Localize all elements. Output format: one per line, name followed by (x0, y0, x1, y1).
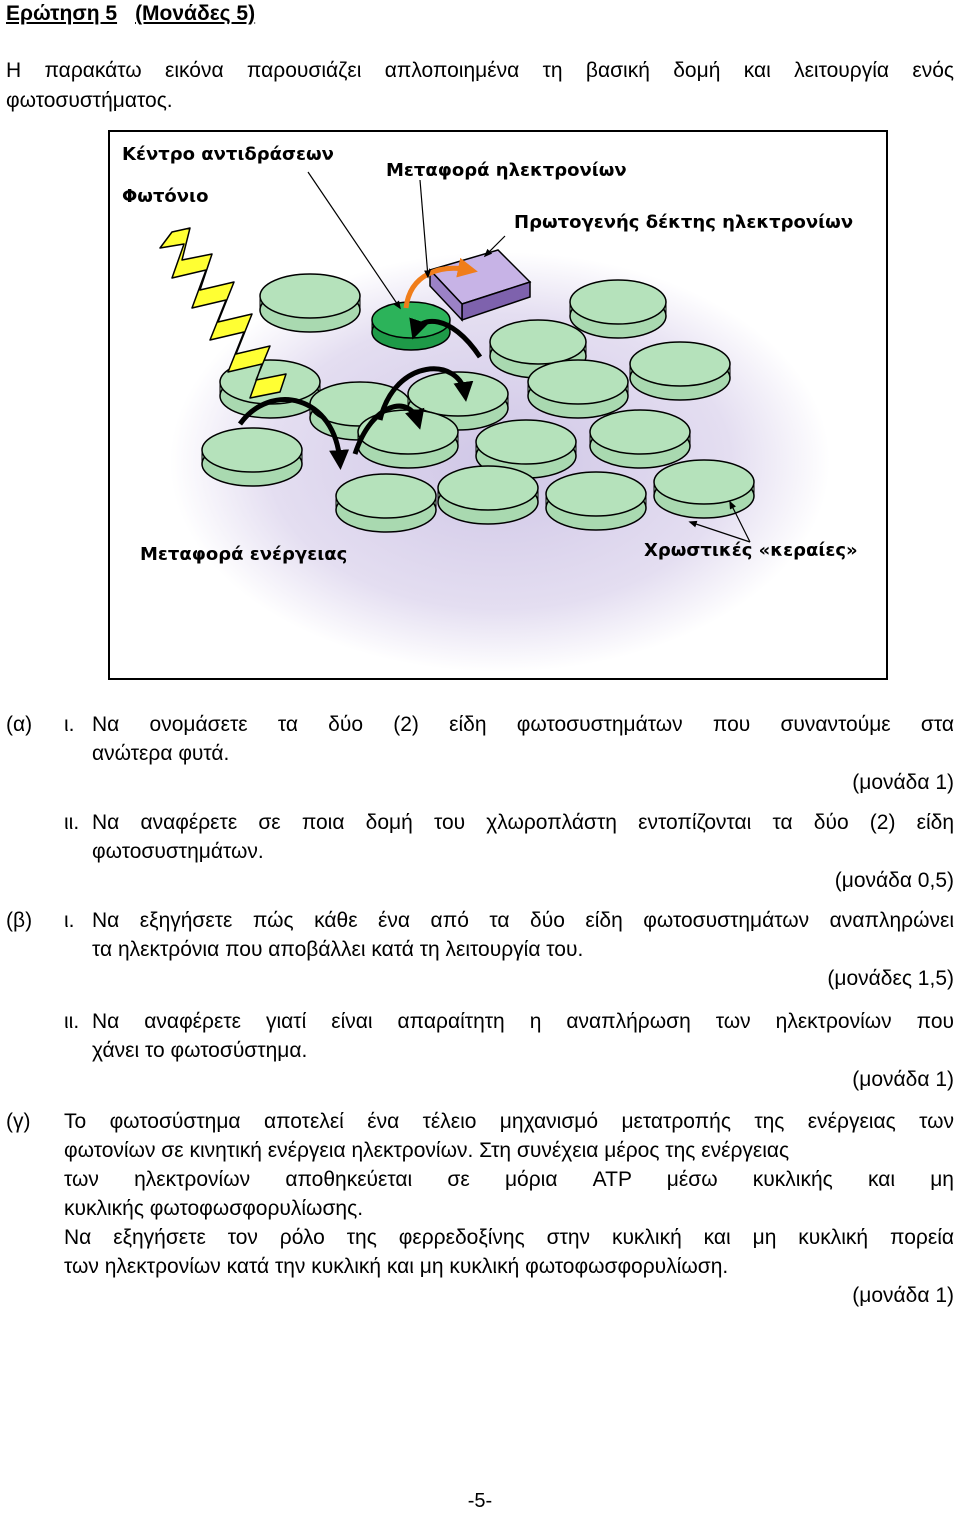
part-b-ii-points: (μονάδα 1) (852, 1068, 954, 1091)
intro-line-1: Η παρακάτω εικόνα παρουσιάζει απλοποιημέ… (6, 59, 954, 82)
part-b-ii-num: ιι. (64, 1010, 80, 1033)
part-c-line-1: Το φωτοσύστημα αποτελεί ένα τέλειο μηχαν… (64, 1110, 954, 1133)
question-points: (Μονάδες 5) (135, 2, 256, 25)
part-b-i-num: ι. (64, 909, 75, 932)
part-c-points: (μονάδα 1) (852, 1284, 954, 1307)
part-b-i-points: (μονάδες 1,5) (827, 967, 954, 990)
part-b-ii-line-2: χάνει το φωτοσύστημα. (92, 1039, 308, 1062)
part-a-ii-line-1: Να αναφέρετε σε ποια δομή του χλωροπλάστ… (92, 811, 954, 834)
part-b-i-line-1: Να εξηγήσετε πώς κάθε ένα από τα δύο είδ… (92, 909, 954, 932)
label-antennae: Χρωστικές «κεραίες» (644, 540, 858, 561)
part-b-i-line-2: τα ηλεκτρόνια που αποβάλλει κατά τη λειτ… (92, 938, 584, 961)
pigment-disc (629, 341, 731, 401)
pigment-disc (589, 409, 691, 469)
part-a-i-line-1: Να ονομάσετε τα δύο (2) είδη φωτοσυστημά… (92, 713, 954, 736)
part-c-line-5: Να εξηγήσετε τον ρόλο της φερρεδοξίνης σ… (64, 1226, 954, 1249)
label-electron-transfer: Μεταφορά ηλεκτρονίων (386, 160, 627, 181)
pigment-disc (357, 409, 459, 469)
pointer-line (729, 500, 751, 543)
label-primary-acceptor: Πρωτογενής δέκτης ηλεκτρονίων (514, 212, 853, 233)
part-b-marker: (β) (6, 909, 33, 932)
energy-transfer-arrow (237, 397, 350, 470)
pointer-line (307, 171, 401, 310)
pointer-line (483, 235, 506, 258)
pointer-line (419, 179, 431, 279)
part-c-line-4: κυκλικής φωτοφωσφορυλίωσης. (64, 1197, 364, 1220)
part-c-line-6: των ηλεκτρονίων κατά την κυκλική και μη … (64, 1255, 729, 1278)
pigment-disc (335, 473, 437, 533)
part-a-ii-points: (μονάδα 0,5) (834, 869, 954, 892)
part-a-marker: (α) (6, 713, 33, 736)
pigment-disc (201, 427, 303, 487)
pigment-disc (259, 273, 361, 333)
pointer-line (688, 520, 751, 543)
label-energy-transfer: Μεταφορά ενέργειας (140, 544, 347, 565)
question-title: Ερώτηση 5 (Μονάδες 5) (6, 2, 273, 26)
part-a-i-points: (μονάδα 1) (852, 771, 954, 794)
photosystem-figure: Κέντρο αντιδράσεων Φωτόνιο Μεταφορά ηλεκ… (108, 130, 888, 680)
energy-transfer-arrow (409, 317, 483, 359)
pigment-disc (545, 471, 647, 531)
intro-line-2: φωτοσυστήματος. (6, 89, 173, 112)
part-a-i-num: ι. (64, 713, 75, 736)
part-c-line-3: των ηλεκτρονίων αποθηκεύεται σε μόρια AT… (64, 1168, 954, 1191)
pigment-disc (569, 279, 667, 339)
photon-lightning-icon (159, 227, 287, 399)
label-reaction-center: Κέντρο αντιδράσεων (122, 144, 334, 165)
label-photon: Φωτόνιο (122, 186, 208, 207)
part-a-ii-num: ιι. (64, 811, 80, 834)
pigment-disc (653, 459, 755, 519)
pigment-disc (437, 465, 539, 525)
energy-transfer-arrow (377, 366, 474, 421)
pigment-disc (527, 359, 629, 419)
pigment-disc (489, 319, 587, 379)
part-c-marker: (γ) (6, 1110, 31, 1133)
page-number: -5- (467, 1490, 493, 1512)
question-number: Ερώτηση 5 (6, 2, 118, 25)
primary-acceptor-box (428, 249, 532, 322)
part-a-i-line-2: ανώτερα φυτά. (92, 742, 230, 765)
part-c-line-2: φωτονίων σε κινητική ενέργεια ηλεκτρονίω… (64, 1139, 790, 1162)
part-a-ii-line-2: φωτοσυστημάτων. (92, 840, 264, 863)
energy-transfer-arrow (352, 403, 425, 455)
part-b-ii-line-1: Να αναφέρετε γιατί είναι απαραίτητη η αν… (92, 1010, 954, 1033)
reaction-center-disc (371, 301, 451, 351)
